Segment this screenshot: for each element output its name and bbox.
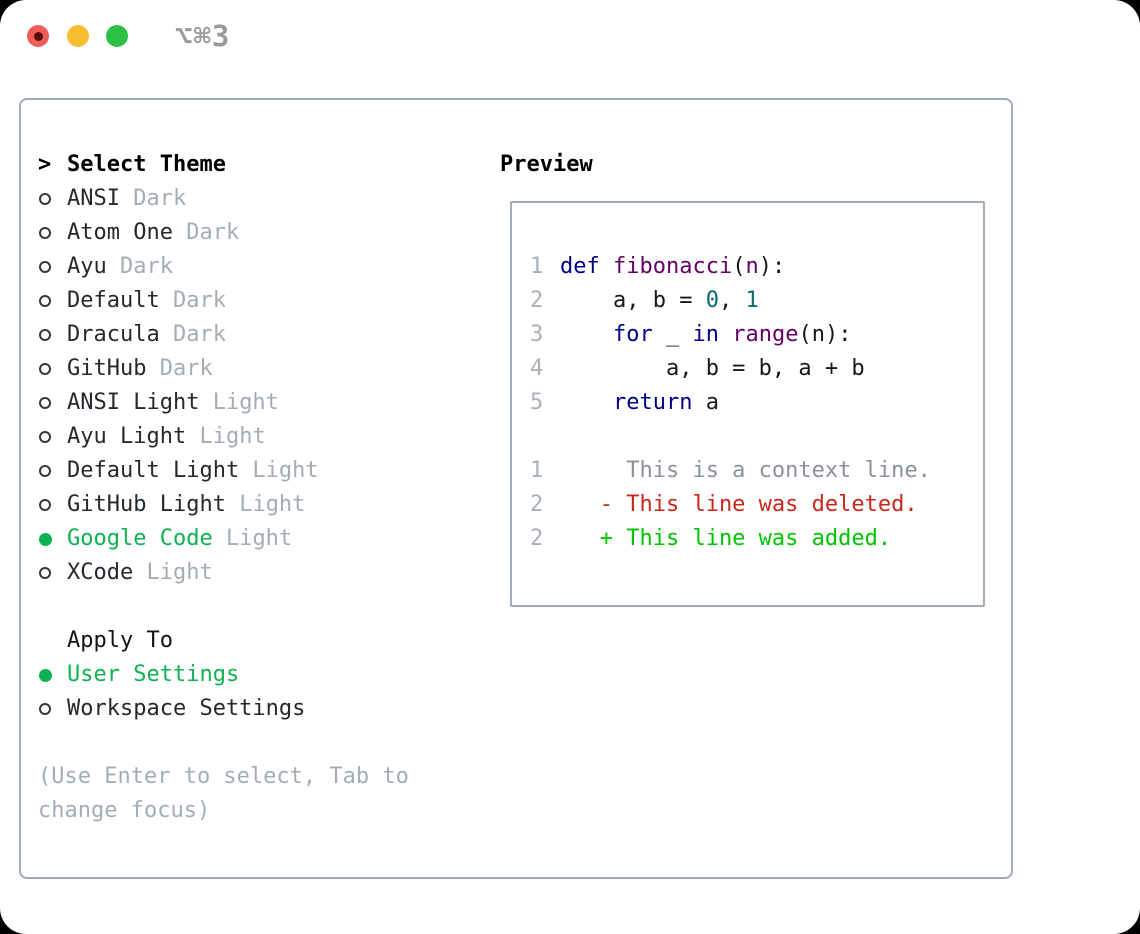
radio-icon bbox=[39, 193, 51, 205]
code-preview: 1 def fibonacci(n): 2 a, b = 0, 1 3 for … bbox=[530, 250, 931, 556]
spacer bbox=[38, 726, 478, 760]
radio-icon bbox=[39, 227, 51, 239]
keyboard-hint: (Use Enter to select, Tab to change focu… bbox=[38, 764, 409, 823]
theme-option-atom-one-dark[interactable]: Atom One Dark bbox=[38, 216, 478, 250]
theme-option-xcode-light[interactable]: XCode Light bbox=[38, 556, 478, 590]
theme-option-label: Ayu Dark bbox=[67, 254, 173, 279]
radio-icon bbox=[39, 499, 51, 511]
theme-option-label: ANSI Light Light bbox=[67, 390, 279, 415]
minimize-button[interactable] bbox=[67, 25, 89, 47]
radio-icon bbox=[39, 261, 51, 273]
theme-options-list: ANSI Dark Atom One Dark Ayu Dark Default… bbox=[38, 182, 478, 590]
titlebar: ⌥⌘3 bbox=[0, 0, 1140, 72]
theme-option-github-light-light[interactable]: GitHub Light Light bbox=[38, 488, 478, 522]
apply-option-label: User Settings bbox=[67, 662, 240, 687]
theme-option-label: GitHub Light Light bbox=[67, 492, 306, 517]
maximize-button[interactable] bbox=[106, 25, 128, 47]
theme-option-label: GitHub Dark bbox=[67, 356, 213, 381]
line-number: 2 bbox=[530, 288, 544, 313]
code-line: 5 return a bbox=[530, 386, 931, 420]
code-line: 2 a, b = 0, 1 bbox=[530, 284, 931, 318]
theme-option-ansi-dark[interactable]: ANSI Dark bbox=[38, 182, 478, 216]
radio-icon bbox=[39, 532, 52, 546]
theme-option-label: Dracula Dark bbox=[67, 322, 226, 347]
close-button[interactable] bbox=[27, 25, 49, 47]
code-line: 3 for _ in range(n): bbox=[530, 318, 931, 352]
theme-list-column: > Select Theme ANSI Dark Atom One Dark A… bbox=[38, 148, 478, 828]
theme-option-label: Google Code Light bbox=[67, 526, 293, 551]
theme-option-label: Atom One Dark bbox=[67, 220, 240, 245]
radio-icon bbox=[39, 431, 51, 443]
line-number: 5 bbox=[530, 390, 544, 415]
line-number: 4 bbox=[530, 356, 544, 381]
preview-pane: 1 def fibonacci(n): 2 a, b = 0, 1 3 for … bbox=[510, 201, 985, 607]
apply-to-heading-label: Apply To bbox=[67, 628, 173, 653]
select-theme-heading-label: Select Theme bbox=[67, 152, 226, 177]
prompt-caret-icon: > bbox=[38, 152, 52, 177]
line-number: 2 bbox=[530, 526, 544, 551]
preview-heading-label: Preview bbox=[500, 152, 593, 177]
code-line: 2 - This line was deleted. bbox=[530, 488, 931, 522]
line-number bbox=[530, 420, 543, 454]
close-dot-icon bbox=[33, 31, 43, 41]
theme-option-label: ANSI Dark bbox=[67, 186, 187, 211]
theme-option-google-code-light[interactable]: Google Code Light bbox=[38, 522, 478, 556]
apply-to-options-list: User Settings Workspace Settings bbox=[38, 658, 478, 726]
window-shortcut-label: ⌥⌘3 bbox=[175, 19, 231, 53]
line-number: 2 bbox=[530, 492, 544, 517]
code-line: 4 a, b = b, a + b bbox=[530, 352, 931, 386]
theme-picker-panel: > Select Theme ANSI Dark Atom One Dark A… bbox=[19, 98, 1013, 879]
theme-option-label: XCode Light bbox=[67, 560, 213, 585]
code-line: 1 def fibonacci(n): bbox=[530, 250, 931, 284]
code-line: 2 + This line was added. bbox=[530, 522, 931, 556]
code-line: 1 This is a context line. bbox=[530, 454, 931, 488]
radio-icon bbox=[39, 668, 52, 682]
radio-icon bbox=[39, 567, 51, 579]
radio-icon bbox=[39, 465, 51, 477]
line-number: 3 bbox=[530, 322, 544, 347]
apply-option-label: Workspace Settings bbox=[67, 696, 306, 721]
apply-option-workspace-settings[interactable]: Workspace Settings bbox=[38, 692, 478, 726]
spacer bbox=[38, 590, 478, 624]
radio-icon bbox=[39, 295, 51, 307]
radio-icon bbox=[39, 397, 51, 409]
theme-option-github-dark[interactable]: GitHub Dark bbox=[38, 352, 478, 386]
theme-option-label: Default Light Light bbox=[67, 458, 319, 483]
code-line bbox=[530, 420, 931, 454]
line-number: 1 bbox=[530, 254, 544, 279]
theme-option-default-light-light[interactable]: Default Light Light bbox=[38, 454, 478, 488]
theme-option-label: Default Dark bbox=[67, 288, 226, 313]
theme-option-label: Ayu Light Light bbox=[67, 424, 266, 449]
line-number: 1 bbox=[530, 458, 544, 483]
radio-icon bbox=[39, 703, 51, 715]
theme-option-ayu-light-light[interactable]: Ayu Light Light bbox=[38, 420, 478, 454]
apply-to-heading: Apply To bbox=[38, 624, 478, 658]
select-theme-heading: > Select Theme bbox=[38, 148, 478, 182]
apply-option-user-settings[interactable]: User Settings bbox=[38, 658, 478, 692]
theme-option-default-dark[interactable]: Default Dark bbox=[38, 284, 478, 318]
theme-option-ansi-light-light[interactable]: ANSI Light Light bbox=[38, 386, 478, 420]
theme-option-ayu-dark[interactable]: Ayu Dark bbox=[38, 250, 478, 284]
radio-icon bbox=[39, 363, 51, 375]
theme-option-dracula-dark[interactable]: Dracula Dark bbox=[38, 318, 478, 352]
radio-icon bbox=[39, 329, 51, 341]
